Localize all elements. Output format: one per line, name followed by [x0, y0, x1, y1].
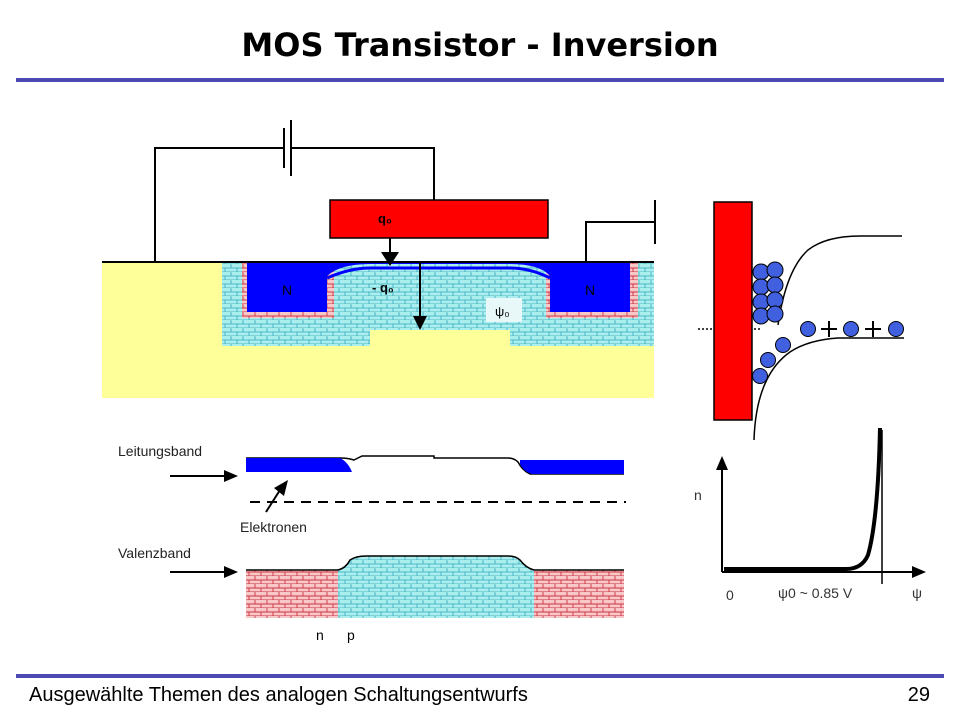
inversion-layer-bottom — [326, 266, 551, 280]
drain-region — [550, 262, 630, 312]
electron-10 — [760, 352, 776, 368]
electrons-pointer-shaft — [265, 489, 281, 513]
electron-12 — [800, 321, 816, 337]
gate-wire — [291, 147, 435, 200]
p-region-label: p — [347, 627, 355, 643]
electron-8 — [766, 305, 784, 323]
electrons-pointer-head — [274, 480, 288, 496]
x-axis-arrowhead — [912, 566, 926, 578]
electron-7 — [752, 307, 770, 325]
title-divider — [16, 78, 944, 82]
plot-x-label: ψ — [912, 585, 922, 601]
electrons-label: Elektronen — [240, 519, 307, 535]
valence-band-n-left — [246, 570, 338, 618]
plot-y-label: n — [694, 487, 702, 503]
electron-2 — [766, 261, 784, 279]
drain-wire — [585, 221, 655, 262]
source-label: N — [282, 282, 292, 298]
channel-charge-label: - q₀ — [372, 280, 394, 295]
potential-arrow-head — [413, 316, 427, 330]
conduction-curve — [777, 235, 902, 326]
footer-title: Ausgewählte Themen des analogen Schaltun… — [29, 684, 528, 706]
drain-label: N — [585, 282, 595, 298]
electron-1 — [752, 263, 770, 281]
plus-icon — [865, 321, 881, 337]
valence-pointer-head — [224, 566, 238, 578]
electron-13 — [843, 321, 859, 337]
plot-threshold-label: ψ0 ~ 0.85 V — [778, 585, 853, 601]
y-axis-arrowhead — [716, 456, 728, 470]
source-region — [247, 262, 327, 312]
valence-band-label: Valenzband — [118, 545, 191, 561]
electron-3 — [752, 278, 770, 296]
gate-charge-label: q₀ — [378, 211, 392, 226]
transistor-cross-section: q₀ - q₀ N N ψ₀ — [102, 120, 656, 398]
conduction-band-electrons-left — [246, 458, 352, 472]
footer-divider — [16, 674, 944, 678]
valence-band-p — [338, 556, 534, 618]
yellow-gap — [370, 330, 510, 348]
conduction-band-label: Leitungsband — [118, 443, 202, 459]
plot-origin-label: 0 — [726, 587, 734, 603]
source-wire — [154, 147, 284, 262]
density-curve — [724, 427, 882, 571]
plus-icon — [821, 321, 837, 337]
valence-curve — [753, 337, 904, 441]
slide-title: MOS Transistor - Inversion — [241, 26, 719, 64]
conduction-pointer-head — [224, 470, 238, 482]
band-diagram: Leitungsband Valenzband Elektronen n p — [118, 443, 626, 643]
page-number: 29 — [907, 684, 930, 706]
n-region-label: n — [316, 627, 324, 643]
electron-14 — [888, 321, 904, 337]
potential-label-box — [486, 298, 522, 322]
electron-11 — [752, 368, 768, 384]
surface-potential-label: ψ₀ — [495, 304, 510, 319]
conduction-band-outline — [246, 455, 624, 475]
gate-electrode — [329, 199, 549, 239]
electron-4 — [766, 276, 784, 294]
electron-9 — [775, 337, 791, 353]
conduction-band-electrons-right — [520, 460, 624, 474]
valence-band-n-right — [534, 570, 624, 618]
charge-arrow-head — [381, 252, 399, 266]
gate-plate — [713, 201, 753, 421]
n-psi-plot: n 0 ψ0 ~ 0.85 V ψ — [694, 427, 926, 603]
inversion-closeup — [698, 201, 904, 441]
inversion-layer — [327, 262, 550, 276]
valence-band-outline — [246, 555, 624, 571]
